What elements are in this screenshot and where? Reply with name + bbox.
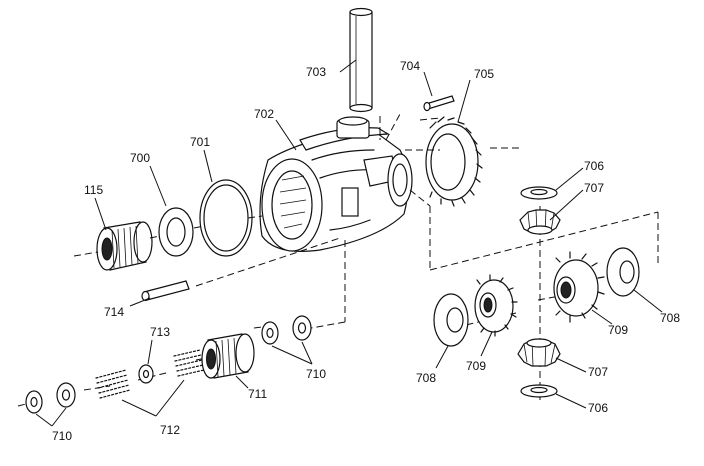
callout-706-lower: 706 [588,401,609,415]
callout-708-right: 708 [660,311,681,325]
callout-leader-lines [35,59,663,427]
bearing-115 [96,221,153,271]
thrust-washer-708-left [433,293,469,347]
washer-706-upper [520,186,558,200]
callout-708-left: 708 [416,371,437,385]
clutch-springs-712 [95,349,205,399]
side-gear-709-left [474,274,518,337]
callout-701: 701 [190,135,211,149]
callout-710-left: 710 [52,429,73,443]
tone-wheel-705 [425,116,483,207]
callout-707-upper: 707 [584,181,605,195]
callout-709-right: 709 [608,323,629,337]
callout-713: 713 [150,325,171,339]
bearing-711 [201,333,255,379]
differential-case-702 [259,116,413,252]
pin-714 [141,280,190,302]
callout-704: 704 [400,59,421,73]
callout-706-upper: 706 [584,159,605,173]
callout-710-right: 710 [306,367,327,381]
snap-ring-701 [199,179,253,257]
callout-115: 115 [84,183,104,197]
callout-712: 712 [160,423,181,437]
callout-703: 703 [306,65,327,79]
washer-713 [138,364,154,384]
callout-714: 714 [104,305,125,319]
callout-700: 700 [130,151,151,165]
callout-702: 702 [254,107,275,121]
washers-710-right [261,315,312,345]
callout-707-lower: 707 [588,365,609,379]
thrust-washer-700 [158,207,194,257]
pinion-gear-707-upper [519,209,561,235]
pinion-shaft-703 [349,7,373,113]
lock-pin-704 [423,95,455,112]
side-gear-709-right [553,251,605,323]
callout-709-left: 709 [466,359,487,373]
washer-706-lower [520,384,558,398]
washers-710-left [25,382,76,414]
thrust-washer-708-right [606,247,640,297]
pinion-gear-707-lower [517,338,561,367]
callout-705: 705 [474,67,495,81]
callout-711: 711 [248,387,268,401]
